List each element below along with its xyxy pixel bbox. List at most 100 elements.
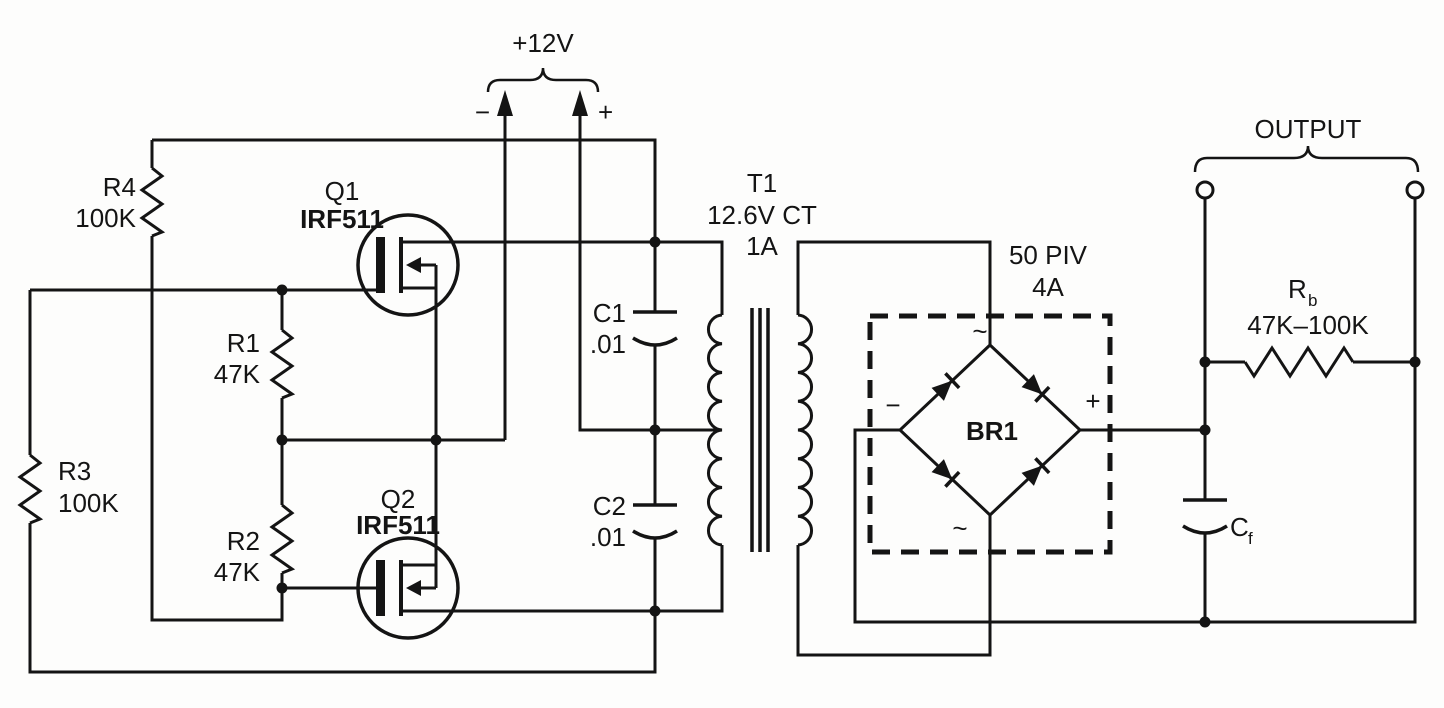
q1-body-arrow-icon: [406, 257, 421, 273]
q1-body-circle: [356, 213, 460, 317]
junction-dot: [649, 424, 661, 436]
r2-value-label: 47K: [214, 557, 261, 587]
c2-ref-label: C2: [593, 491, 626, 521]
cf-bottom-plate: [1182, 524, 1228, 535]
r1-value-label: 47K: [214, 359, 261, 389]
diode-triangle-icon: [931, 459, 953, 480]
junction-dot: [1199, 424, 1211, 436]
q1-gate-bar: [376, 237, 385, 293]
transformer-t1: T1 12.6V CT 1A: [655, 168, 992, 657]
br1-diode-left-top: [931, 372, 961, 401]
left-rail-wire: [28, 290, 657, 674]
supply-brace: [486, 67, 600, 93]
cf-sub-label: f: [1248, 529, 1253, 548]
c2-value-label: .01: [590, 522, 626, 552]
r4-value-label: 100K: [75, 203, 136, 233]
junction-dots: [276, 236, 1421, 628]
r1-ref-label: R1: [227, 328, 260, 358]
t1-primary-leads: [655, 240, 724, 613]
br1-diode-left-bottom: [931, 459, 961, 488]
diode-cathode-bar: [944, 372, 961, 390]
q2-part-label: IRF511: [356, 510, 440, 540]
oscillator-section: R4 100K R1 47K R2 47K R3 100K Q1 IRF511: [17, 138, 657, 674]
junction-dot: [276, 582, 288, 594]
q1-part-label: IRF511: [300, 204, 384, 234]
rb-value-label: 47K–100K: [1247, 310, 1369, 340]
bridge-rectifier-br1: 50 PIV 4A ~ ~ − + BR1: [867, 240, 1113, 555]
q2-channel-bar: [399, 560, 403, 616]
q2-gate-bar: [376, 560, 385, 616]
r1-resistor-symbol: [269, 328, 296, 400]
q1-source-wire: [403, 263, 438, 440]
r3-ref-label: R3: [58, 456, 91, 486]
br1-diamond: [897, 342, 1083, 518]
q2-ref-label: Q2: [381, 484, 416, 514]
rb-ref-label: R: [1288, 274, 1307, 304]
t1-spec-label: 12.6V CT: [707, 200, 817, 230]
diode-cathode-bar: [1034, 385, 1051, 403]
junction-dot: [649, 236, 661, 248]
c1-ref-label: C1: [593, 298, 626, 328]
br1-ac-bottom-label: ~: [952, 513, 967, 543]
junction-dot: [276, 434, 288, 446]
output-brace: [1193, 145, 1420, 173]
t1-core-lines: [750, 308, 770, 552]
q2-body-circle: [356, 536, 460, 640]
output-terminal-left: [1195, 180, 1215, 200]
q1-channel-bar: [399, 237, 403, 293]
junction-dot: [430, 434, 442, 446]
output-section: OUTPUT R b 47K–100K C f: [853, 114, 1425, 624]
r4-branch-wire: [150, 140, 284, 622]
r3-value-label: 100K: [58, 488, 119, 518]
br1-ac-top-label: ~: [972, 316, 987, 346]
junction-dot: [649, 605, 661, 617]
junction-dot: [1199, 356, 1211, 368]
rb-sub-label: b: [1308, 291, 1317, 310]
br1-neg-label: −: [885, 390, 900, 420]
diode-cathode-bar: [944, 470, 961, 488]
snubber-capacitors: C1 .01 C2 .01: [590, 242, 678, 611]
power-supply-section: +12V − +: [475, 28, 722, 440]
br1-diode-top-right: [1021, 374, 1051, 403]
t1-primary-coil: [706, 313, 723, 547]
r3-resistor-symbol: [17, 453, 44, 525]
r4-resistor-symbol: [139, 166, 166, 238]
supply-pos-lead-wire: [578, 112, 722, 432]
t1-secondary-coil: [797, 313, 814, 547]
c2-bottom-plate: [632, 529, 678, 540]
q2-body-arrow-icon: [406, 580, 421, 596]
transistor-q1: Q1 IRF511: [300, 176, 655, 440]
br1-ref-label: BR1: [966, 416, 1018, 446]
output-terminal-right: [1405, 180, 1425, 200]
diode-triangle-icon: [1021, 374, 1043, 395]
t1-current-label: 1A: [746, 231, 778, 261]
br1-pos-label: +: [1085, 386, 1100, 416]
t1-ref-label: T1: [747, 168, 777, 198]
r4-ref-label: R4: [103, 172, 136, 202]
top-rail-wire: [152, 138, 657, 242]
r2-resistor-symbol: [269, 503, 296, 575]
bridge-neg-output-wire: [853, 198, 1417, 624]
c1-value-label: .01: [590, 329, 626, 359]
c1-bottom-plate: [632, 336, 678, 347]
supply-pos-arrowhead-icon: [572, 90, 588, 116]
junction-dot: [1199, 616, 1211, 628]
supply-neg-label: −: [475, 97, 490, 127]
diode-cathode-bar: [1034, 457, 1051, 475]
diode-triangle-icon: [1021, 465, 1043, 486]
br1-dashed-box: [867, 313, 1113, 555]
rb-resistor-symbol: [1243, 345, 1355, 379]
junction-dot: [276, 284, 288, 296]
br1-current-label: 4A: [1032, 272, 1064, 302]
supply-voltage-label: +12V: [512, 28, 574, 58]
br1-diode-bottom-right: [1021, 457, 1051, 486]
junction-dot: [1409, 356, 1421, 368]
r2-ref-label: R2: [227, 526, 260, 556]
q2-source-wire: [403, 440, 438, 590]
diode-triangle-icon: [931, 380, 953, 401]
transistor-q2: Q2 IRF511: [356, 440, 655, 640]
t1-secondary-leads: [796, 240, 992, 657]
cf-ref-label: C: [1230, 512, 1249, 542]
